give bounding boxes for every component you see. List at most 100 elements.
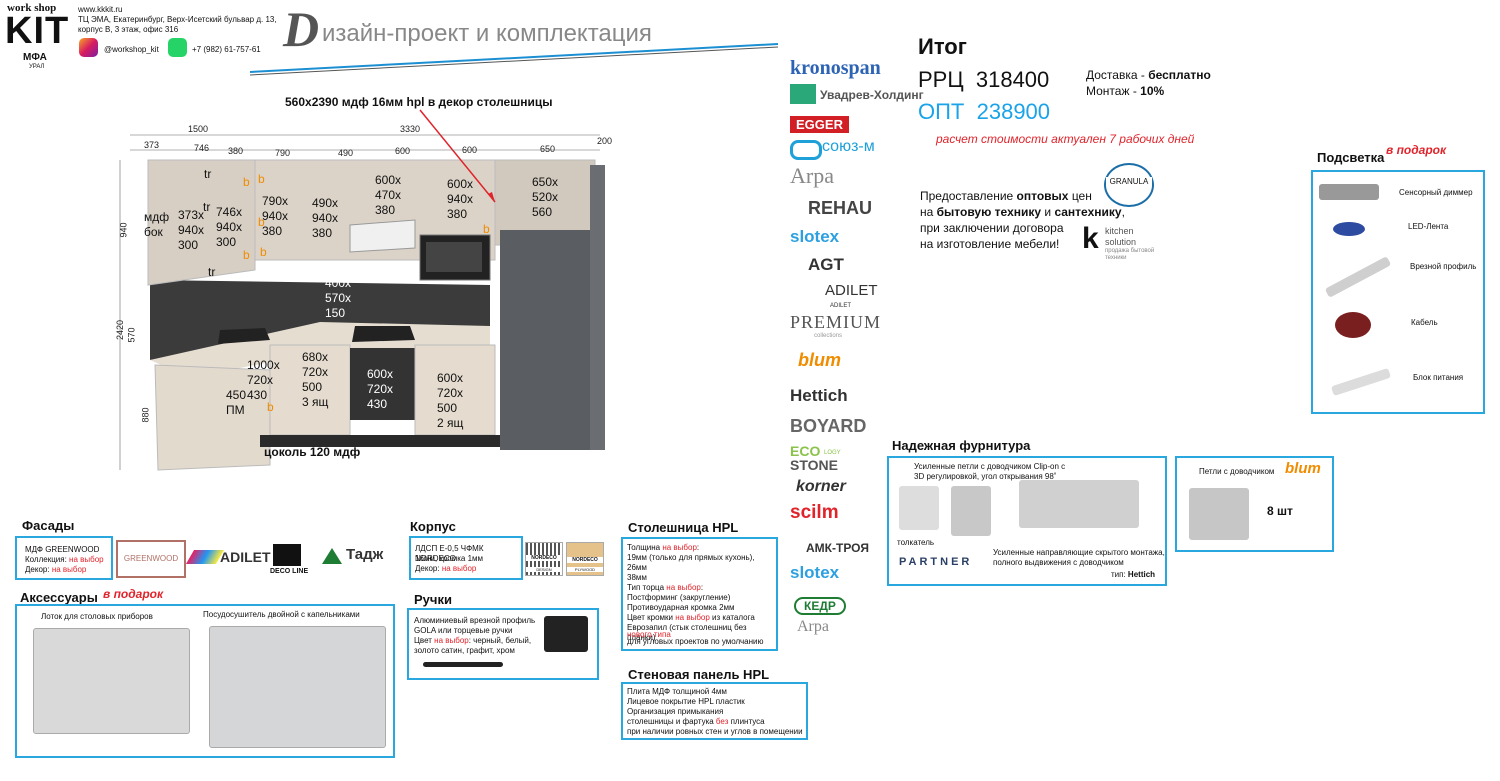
dim-1500: 1500 (188, 124, 209, 134)
led-tape-image (1333, 222, 1365, 236)
dish-rack-image (209, 626, 386, 748)
w-l1c: цен (1068, 189, 1092, 203)
b-mark: b (260, 245, 267, 259)
label-790: 790x 940x 380 (262, 194, 289, 238)
brand-slotex: slotex (790, 227, 840, 246)
dim-380: 380 (228, 146, 244, 156)
label-680: 680x 720x 500 3 ящ (302, 350, 329, 409)
label-tr3: tr (208, 265, 216, 279)
accessory-item2: Посудосушитель двойной с капельниками (203, 610, 360, 619)
facades-coll-label: Коллекция: (25, 555, 70, 564)
dim-570: 570 (126, 327, 137, 343)
adilet-logo: ADILET (220, 549, 271, 565)
facades-decor: Декор: на выбор (25, 565, 86, 575)
facades-decor-label: Декор: (25, 565, 52, 574)
dim-373: 373 (144, 140, 160, 150)
facades-line1: МДФ GREENWOOD (25, 545, 100, 554)
wholesale-line1: Предоставление оптовых цен (920, 188, 1125, 204)
decoline-logo: DECO LINE (270, 568, 309, 575)
ct-thick-colon: : (696, 543, 700, 552)
brand-adilet: ADILET (825, 282, 878, 299)
ks-sub2: техники (1105, 255, 1127, 261)
brand-rehau: REHAU (808, 198, 873, 218)
facades-decor-value: на выбор (51, 565, 87, 574)
lighting-title: Подсветка (1317, 150, 1385, 165)
brand-agt: AGT (808, 255, 844, 274)
blum-brand: blum (1285, 460, 1321, 477)
address-line1: ТЦ ЭМА, Екатеринбург, Верх-Исетский буль… (78, 15, 277, 24)
wp-line3: Организация примыкания (627, 707, 724, 716)
brand-uvadrev-icon (790, 84, 816, 104)
rrc: РРЦ 318400 (918, 67, 1049, 93)
lighting-item: LED-Лента (1408, 222, 1449, 231)
wholesale-line4: на изготовление мебели! (920, 237, 1060, 251)
handles-line2: GOLA или торцевые ручки (414, 626, 513, 635)
countertop-title: Столешница HPL (628, 520, 739, 535)
hinges-text2: 3D регулировкой, угол открывания 98˚ (914, 472, 1057, 481)
dim-600a: 600 (395, 146, 411, 156)
tadzh-logo: Тадж (346, 546, 384, 563)
ct-line6: Постформинг (закругление) (627, 593, 731, 602)
dim-3330: 3330 (400, 124, 421, 134)
blum-hinge-image (1189, 488, 1249, 540)
brand-soyuzm: союз-м (822, 138, 875, 155)
ks-name1: kitchen (1105, 226, 1134, 236)
wholesale-line3: при заключении договора (920, 221, 1064, 235)
phone[interactable]: +7 (982) 61-757-61 (192, 45, 261, 54)
w-l2b: бытовую технику (936, 205, 1042, 219)
wholesale-line2: на бытовую технику и сантехнику, (920, 204, 1125, 220)
wp-l4b: без (715, 717, 729, 726)
instagram-icon[interactable] (79, 38, 98, 57)
wp-line2: Лицевое покрытие HPL пластик (627, 697, 745, 706)
corpus-line2: 16мм, кромка 1мм (415, 554, 484, 563)
page-title: изайн-проект и комплектация (322, 20, 652, 47)
runners-text2: полного выдвижения с доводчиком (993, 558, 1124, 567)
brand-arpa-2: Arpa (797, 618, 829, 635)
handles-l3b: на выбор (434, 636, 469, 645)
hardware-box: Усиленные петли с доводчиком Clip-on с 3… (887, 456, 1167, 586)
delivery-label: Доставка - (1086, 68, 1149, 82)
w-l1a: Предоставление (920, 189, 1017, 203)
ks-sub1: продажа бытовой (1105, 248, 1155, 254)
cutlery-tray-image (33, 628, 190, 734)
corpus-title: Корпус (410, 519, 456, 534)
opt-value: 238900 (976, 99, 1051, 124)
adilet-logo-icon (185, 550, 225, 564)
validity-note: расчет стоимости актуален 7 рабочих дней (936, 132, 1195, 146)
ct-thick-label: Толщина (627, 543, 663, 552)
dim-650: 650 (540, 144, 556, 154)
ct-line4: 38мм (627, 573, 647, 582)
type-label-text: тип: (1111, 570, 1126, 579)
kitchen-render: 560х2390 мдф 16мм hpl в декор столешницы… (100, 90, 630, 490)
label-373: 373x 940x 300 (178, 208, 205, 252)
wholesale-text: Предоставление оптовых цен на бытовую те… (920, 188, 1125, 252)
instagram-handle[interactable]: @workshop_kit (104, 45, 159, 54)
w-l2e: , (1121, 205, 1125, 219)
corpus-decor-value: на выбор (441, 564, 477, 573)
ct-l8b: на выбор (675, 613, 710, 622)
facades-coll-value: на выбор (69, 555, 104, 564)
ct-edge-colon: : (700, 583, 704, 592)
tolkatel-image (899, 486, 939, 530)
lighting-gift: в подарок (1386, 143, 1447, 157)
corpus-box: ЛДСП Е-0,5 ЧФМК NORDECO 16мм, кромка 1мм… (409, 536, 523, 580)
brand-ecostone: ECO (790, 443, 821, 459)
label-400: 400x 570x 150 (325, 276, 352, 320)
logo: work shop KIT МФА УРАЛ (5, 2, 73, 72)
dim-790: 790 (275, 148, 291, 158)
facades-title: Фасады (22, 518, 75, 533)
w-l1b: оптовых (1016, 189, 1069, 203)
install-label: Монтаж - (1086, 84, 1141, 98)
w-l2c: и (1041, 205, 1055, 219)
wp-l4a: столешницы и фартука (627, 717, 716, 726)
type-brand: Hettich (1127, 570, 1156, 579)
whatsapp-icon[interactable] (168, 38, 187, 57)
title-letter: D (283, 1, 320, 57)
accessories-title: Аксессуары (20, 590, 98, 605)
dim-880: 880 (140, 407, 151, 423)
label-tr2: tr (203, 200, 211, 214)
site-link[interactable]: www.kkkit.ru (78, 5, 123, 14)
runners-text1: Усиленные направляющие скрытого монтажа, (993, 548, 1165, 557)
ct-line5: Тип торца на выбор: (627, 583, 703, 593)
brand-egger: EGGER (790, 116, 849, 133)
